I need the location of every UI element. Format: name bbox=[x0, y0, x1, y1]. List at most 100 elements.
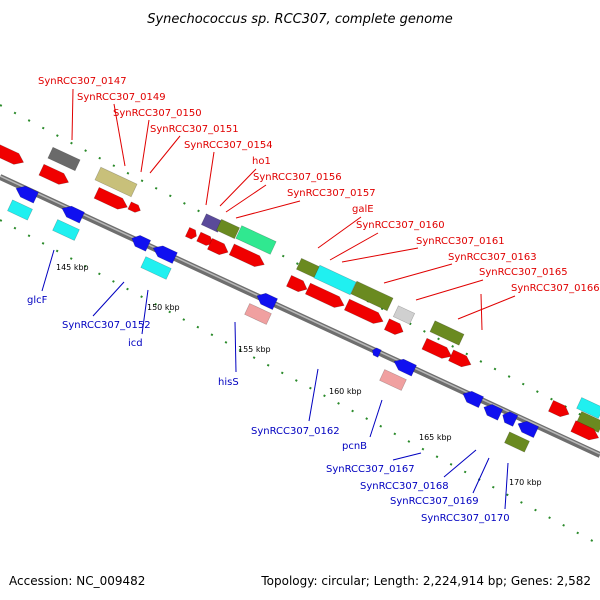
gene-label-synrcc307-0157[interactable]: SynRCC307_0157 bbox=[287, 188, 376, 199]
leader-line bbox=[92, 281, 125, 317]
gene-label-glcf[interactable]: glcF bbox=[27, 295, 48, 306]
leader-lines bbox=[41, 88, 516, 510]
leader-line bbox=[383, 263, 453, 284]
gene-label-synrcc307-0166[interactable]: SynRCC307_0166 bbox=[511, 283, 600, 294]
gene-feature[interactable] bbox=[448, 349, 473, 370]
gene-label-synrcc307-0151[interactable]: SynRCC307_0151 bbox=[150, 124, 239, 135]
gene-feature[interactable] bbox=[200, 213, 224, 233]
leader-line bbox=[504, 462, 509, 510]
leader-line bbox=[392, 452, 422, 461]
gene-feature[interactable] bbox=[371, 347, 382, 358]
gene-label-synrcc307-0161[interactable]: SynRCC307_0161 bbox=[416, 236, 505, 247]
leader-line bbox=[317, 216, 362, 249]
kbp-marker: 150 kbp bbox=[147, 303, 180, 312]
bottom-tick-track bbox=[0, 219, 600, 546]
gene-feature[interactable] bbox=[570, 420, 600, 444]
leader-line bbox=[219, 168, 257, 207]
gene-feature[interactable] bbox=[244, 303, 272, 325]
map-title: Synechococcus sp. RCC307, complete genom… bbox=[147, 12, 453, 27]
gene-feature[interactable] bbox=[391, 356, 417, 377]
gene-feature[interactable] bbox=[504, 431, 530, 453]
leader-line bbox=[329, 232, 379, 261]
accession-text: Accession: NC_009482 bbox=[9, 574, 145, 588]
gene-feature[interactable] bbox=[313, 264, 357, 296]
gene-label-synrcc307-0163[interactable]: SynRCC307_0163 bbox=[448, 252, 537, 263]
gene-feature[interactable] bbox=[129, 233, 152, 252]
gene-label-ho1[interactable]: ho1 bbox=[252, 156, 271, 167]
leader-line bbox=[41, 249, 55, 292]
gene-label-gale[interactable]: galE bbox=[352, 204, 374, 215]
genome-backbone-highlight bbox=[0, 175, 600, 455]
gene-label-synrcc307-0160[interactable]: SynRCC307_0160 bbox=[356, 220, 445, 231]
gene-feature[interactable] bbox=[429, 320, 465, 346]
leader-line bbox=[141, 289, 149, 335]
kbp-markers: 145 kbp 150 kbp 155 kbp 160 kbp 165 kbp … bbox=[56, 263, 542, 487]
gene-label-synrcc307-0169[interactable]: SynRCC307_0169 bbox=[390, 496, 479, 507]
gene-label-synrcc307-0147[interactable]: SynRCC307_0147 bbox=[38, 76, 127, 87]
leader-line bbox=[149, 135, 181, 174]
leader-line bbox=[234, 321, 237, 373]
gene-label-synrcc307-0149[interactable]: SynRCC307_0149 bbox=[77, 92, 166, 103]
gene-label-synrcc307-0165[interactable]: SynRCC307_0165 bbox=[479, 267, 568, 278]
gene-label-synrcc307-0167[interactable]: SynRCC307_0167 bbox=[326, 464, 415, 475]
top-tick-track bbox=[0, 104, 600, 426]
gene-feature[interactable] bbox=[140, 256, 172, 280]
gene-feature[interactable] bbox=[254, 290, 278, 311]
gene-label-synrcc307-0152[interactable]: SynRCC307_0152 bbox=[62, 320, 151, 331]
gene-label-synrcc307-0154[interactable]: SynRCC307_0154 bbox=[184, 140, 273, 151]
kbp-marker: 160 kbp bbox=[329, 387, 362, 396]
gene-feature[interactable] bbox=[515, 418, 539, 439]
gene-label-synrcc307-0170[interactable]: SynRCC307_0170 bbox=[421, 513, 510, 524]
gene-feature[interactable] bbox=[7, 199, 33, 221]
gene-label-synrcc307-0162[interactable]: SynRCC307_0162 bbox=[251, 426, 340, 437]
gene-feature[interactable] bbox=[94, 166, 138, 198]
gene-feature[interactable] bbox=[500, 410, 519, 427]
leader-line bbox=[140, 119, 150, 173]
gene-feature[interactable] bbox=[481, 402, 504, 421]
bottom-gene-labels: glcF SynRCC307_0152 icd hisS SynRCC307_0… bbox=[27, 295, 510, 524]
gene-feature[interactable] bbox=[216, 218, 240, 240]
gene-feature[interactable] bbox=[228, 243, 267, 270]
top-gene-labels: SynRCC307_0147 SynRCC307_0149 SynRCC307_… bbox=[38, 76, 600, 294]
kbp-marker: 170 kbp bbox=[509, 478, 542, 487]
gene-feature[interactable] bbox=[184, 226, 198, 240]
leader-line bbox=[369, 399, 383, 438]
gene-label-synrcc307-0156[interactable]: SynRCC307_0156 bbox=[253, 172, 342, 183]
gene-feature[interactable] bbox=[207, 237, 230, 257]
gene-feature[interactable] bbox=[383, 318, 405, 337]
gene-feature[interactable] bbox=[350, 280, 394, 312]
gene-feature[interactable] bbox=[235, 225, 277, 255]
gene-feature[interactable] bbox=[286, 274, 309, 294]
gene-label-icd[interactable]: icd bbox=[128, 338, 143, 349]
gene-feature[interactable] bbox=[59, 203, 85, 224]
leader-line bbox=[308, 368, 319, 422]
gene-feature[interactable] bbox=[52, 219, 80, 241]
gene-feature[interactable] bbox=[38, 163, 71, 188]
kbp-marker: 145 kbp bbox=[56, 263, 89, 272]
gene-feature[interactable] bbox=[548, 399, 571, 419]
leader-line bbox=[71, 88, 74, 141]
gene-feature[interactable] bbox=[151, 242, 178, 264]
gene-feature[interactable] bbox=[576, 411, 600, 433]
gene-feature[interactable] bbox=[0, 143, 26, 168]
leader-line bbox=[415, 279, 484, 301]
gene-feature[interactable] bbox=[93, 186, 130, 212]
gene-label-pcnb[interactable]: pcnB bbox=[342, 441, 367, 452]
gene-feature[interactable] bbox=[421, 337, 454, 362]
leader-line bbox=[480, 293, 483, 331]
gene-feature[interactable] bbox=[343, 298, 385, 327]
gene-feature[interactable] bbox=[379, 369, 407, 391]
gene-label-synrcc307-0168[interactable]: SynRCC307_0168 bbox=[360, 481, 449, 492]
gene-label-hiss[interactable]: hisS bbox=[218, 377, 239, 388]
gene-feature[interactable] bbox=[127, 201, 142, 214]
gene-feature[interactable] bbox=[392, 305, 416, 325]
gene-feature[interactable] bbox=[13, 183, 39, 204]
gene-feature[interactable] bbox=[576, 397, 600, 419]
leader-line bbox=[113, 103, 126, 167]
gene-feature[interactable] bbox=[47, 146, 81, 172]
gene-feature[interactable] bbox=[304, 282, 346, 311]
gene-feature[interactable] bbox=[460, 388, 484, 409]
gene-label-synrcc307-0150[interactable]: SynRCC307_0150 bbox=[113, 108, 202, 119]
